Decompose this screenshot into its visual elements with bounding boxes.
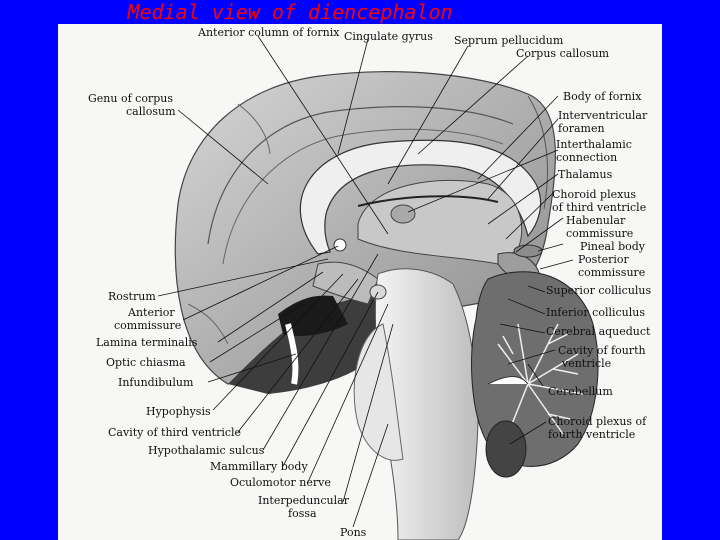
label-posterior-commissure-line1: Posterior xyxy=(578,253,630,266)
label-genu-line2: callosum xyxy=(126,105,176,118)
label-choroid-third-line1: Choroid plexus xyxy=(552,188,636,201)
leader-lines xyxy=(157,35,574,528)
pons xyxy=(353,323,404,461)
label-optic-chiasma: Optic chiasma xyxy=(106,356,186,369)
label-cavity-third-ventricle: Cavity of third ventricle xyxy=(108,426,241,439)
label-superior-colliculus: Superior colliculus xyxy=(546,284,652,297)
corpus-callosum xyxy=(299,139,542,255)
label-cavity-fourth-line1: Cavity of fourth xyxy=(558,344,646,357)
label-cavity-fourth-line2: ventricle xyxy=(561,357,611,370)
label-anterior-column-of-fornix: Anterior column of fornix xyxy=(197,26,340,39)
label-choroid-fourth-line2: fourth ventricle xyxy=(548,428,635,441)
brain-diagram-figure: Anterior column of fornix Cingulate gyru… xyxy=(58,24,662,540)
label-interpeduncular-line2: fossa xyxy=(288,507,317,520)
label-oculomotor-nerve: Oculomotor nerve xyxy=(230,476,331,489)
label-pons: Pons xyxy=(340,526,367,539)
label-habenular-line1: Habenular xyxy=(566,214,626,227)
label-anterior-commissure-line1: Anterior xyxy=(127,306,175,319)
label-hypophysis: Hypophysis xyxy=(146,405,211,418)
thalamus-region xyxy=(357,179,523,265)
label-lamina-terminalis: Lamina terminalis xyxy=(96,336,198,349)
label-corpus-callosum: Corpus callosum xyxy=(516,47,610,60)
label-interpeduncular-line1: Interpeduncular xyxy=(258,494,350,507)
label-thalamus: Thalamus xyxy=(558,168,613,181)
label-posterior-commissure-line2: commissure xyxy=(578,266,645,279)
label-infundibulum: Infundibulum xyxy=(118,376,194,389)
label-choroid-third-line2: of third ventricle xyxy=(552,201,646,214)
pineal-body xyxy=(513,244,543,258)
label-septum-pellucidum: Seprum pellucidum xyxy=(454,34,564,47)
label-interventricular-line2: foramen xyxy=(558,122,605,135)
interthalamic-adhesion xyxy=(390,204,416,224)
label-cerebellum: Cerebellum xyxy=(548,385,613,398)
label-cingulate-gyrus: Cingulate gyrus xyxy=(344,30,433,43)
slide-title: Medial view of diencephalon xyxy=(127,0,453,24)
label-genu-line1: Genu of corpus xyxy=(88,92,173,105)
third-ventricle-cavity xyxy=(228,294,385,394)
arbor-vitae xyxy=(497,323,584,435)
label-cerebral-aqueduct: Cerebral aqueduct xyxy=(546,325,651,338)
label-habenular-line2: commissure xyxy=(566,227,633,240)
label-inferior-colliculus: Inferior colliculus xyxy=(546,306,645,319)
fourth-ventricle-choroid xyxy=(485,420,527,478)
label-rostrum: Rostrum xyxy=(108,290,156,303)
label-interventricular-line1: Interventricular xyxy=(558,109,648,122)
label-pineal-body: Pineal body xyxy=(580,240,646,253)
diagram-labels: Anterior column of fornix Cingulate gyru… xyxy=(88,26,652,539)
infundibulum-stalk xyxy=(285,323,299,385)
label-choroid-fourth-line1: Choroid plexus of xyxy=(548,415,647,428)
label-interthalamic-line1: Interthalamic xyxy=(556,138,632,151)
brain-illustration: Anterior column of fornix Cingulate gyru… xyxy=(88,26,652,540)
label-hypothalamic-sulcus: Hypothalamic sulcus xyxy=(148,444,265,457)
label-body-of-fornix: Body of fornix xyxy=(563,90,642,103)
label-interthalamic-line2: connection xyxy=(556,151,617,164)
label-anterior-commissure-line2: commissure xyxy=(114,319,181,332)
label-mammillary-body: Mammillary body xyxy=(210,460,308,473)
anterior-commissure-dot xyxy=(333,238,347,252)
